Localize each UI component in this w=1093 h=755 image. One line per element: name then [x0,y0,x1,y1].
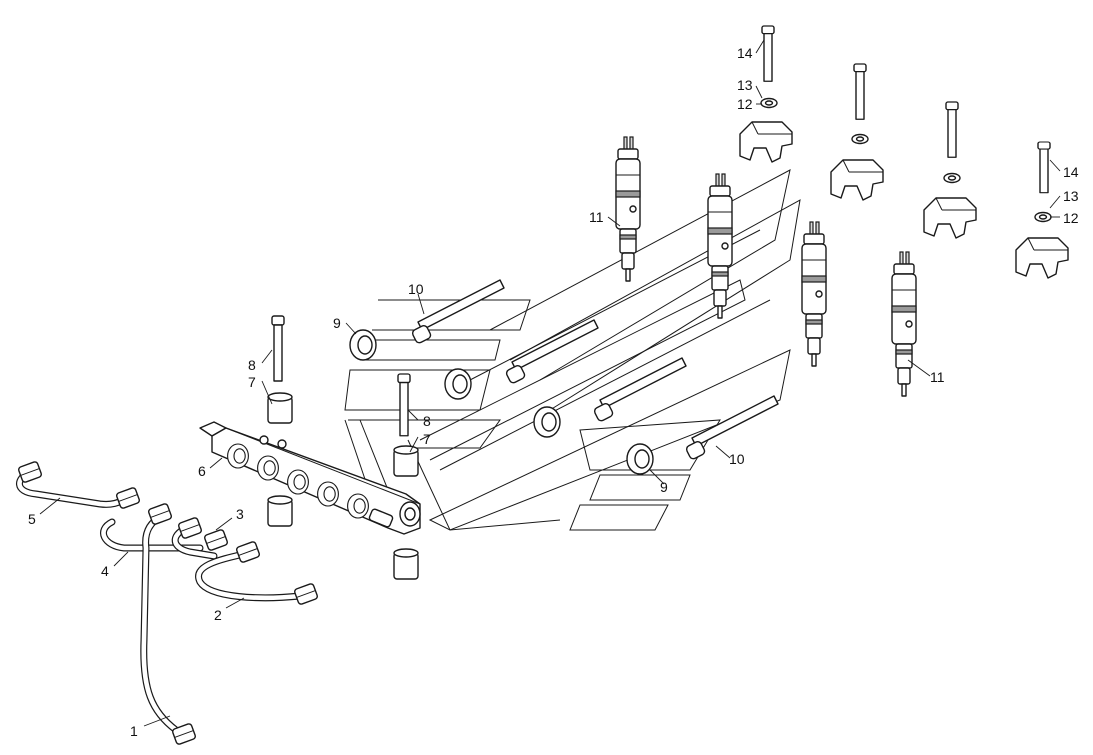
rail-outlet [317,481,339,507]
seal-ring [349,329,377,361]
fuel-pipes [16,460,319,746]
pipe-nut [293,582,319,606]
callout-12: 12 [737,96,753,112]
injector [891,251,917,397]
callout-6: 6 [198,463,206,479]
washer [943,172,961,184]
injector-clamp [739,121,793,163]
pipe-nut [115,486,141,510]
common-rail [199,421,421,535]
callout-3: 3 [236,506,244,522]
callout-4: 4 [101,563,109,579]
callout-8: 8 [248,357,256,373]
callout-8: 8 [423,413,431,429]
clamp-bolt [945,101,959,158]
callout-9: 9 [660,479,668,495]
leader-lines [39,39,1061,727]
seal-ring [626,443,654,475]
callout-13: 13 [1063,188,1079,204]
callout-11: 11 [589,209,604,225]
clamp-bolt [761,25,775,82]
rail-outlet [227,443,249,469]
injector-clamp [830,159,884,201]
pipe-nut [203,528,229,552]
seal-ring [444,368,472,400]
callout-2: 2 [214,607,222,623]
callout-7: 7 [423,431,431,447]
callout-7: 7 [248,374,256,390]
washer [760,97,778,109]
spacer-sleeve [393,445,419,477]
callout-14: 14 [1063,164,1079,180]
rail-outlet [287,469,309,495]
pipe-nut [235,540,261,564]
pipe-nut [177,516,203,540]
injector [615,136,641,282]
callout-13: 13 [737,77,753,93]
callout-5: 5 [28,511,36,527]
callout-10: 10 [729,451,745,467]
spacer-sleeve [267,495,293,527]
spacer-sleeve [267,392,293,424]
rail-outlet [347,493,369,519]
rail-outlet [257,455,279,481]
seal-ring [533,406,561,438]
callout-14: 14 [737,45,753,61]
injector-clamp [1015,237,1069,279]
callout-9: 9 [333,315,341,331]
washer [851,133,869,145]
pipe-nut [147,502,173,526]
callout-1: 1 [130,723,138,739]
clamp-bolt [1037,141,1051,194]
injector [707,173,733,319]
callout-10: 10 [408,281,424,297]
callout-12: 12 [1063,210,1079,226]
callout-11: 11 [930,369,945,385]
spacer-sleeve [393,548,419,580]
washer [1034,211,1052,223]
connector-sleeve [410,279,505,345]
clamp-bolt [853,63,867,120]
background-outline [344,169,801,531]
rail-bolt [271,315,285,382]
rail-bolt [397,373,411,437]
injector-clamp [923,197,977,239]
pipe-nut [17,460,43,484]
callout-labels: 1 2 3 4 5 6 7 7 8 8 9 9 10 10 11 11 12 1… [28,45,1079,739]
injector [801,221,827,367]
